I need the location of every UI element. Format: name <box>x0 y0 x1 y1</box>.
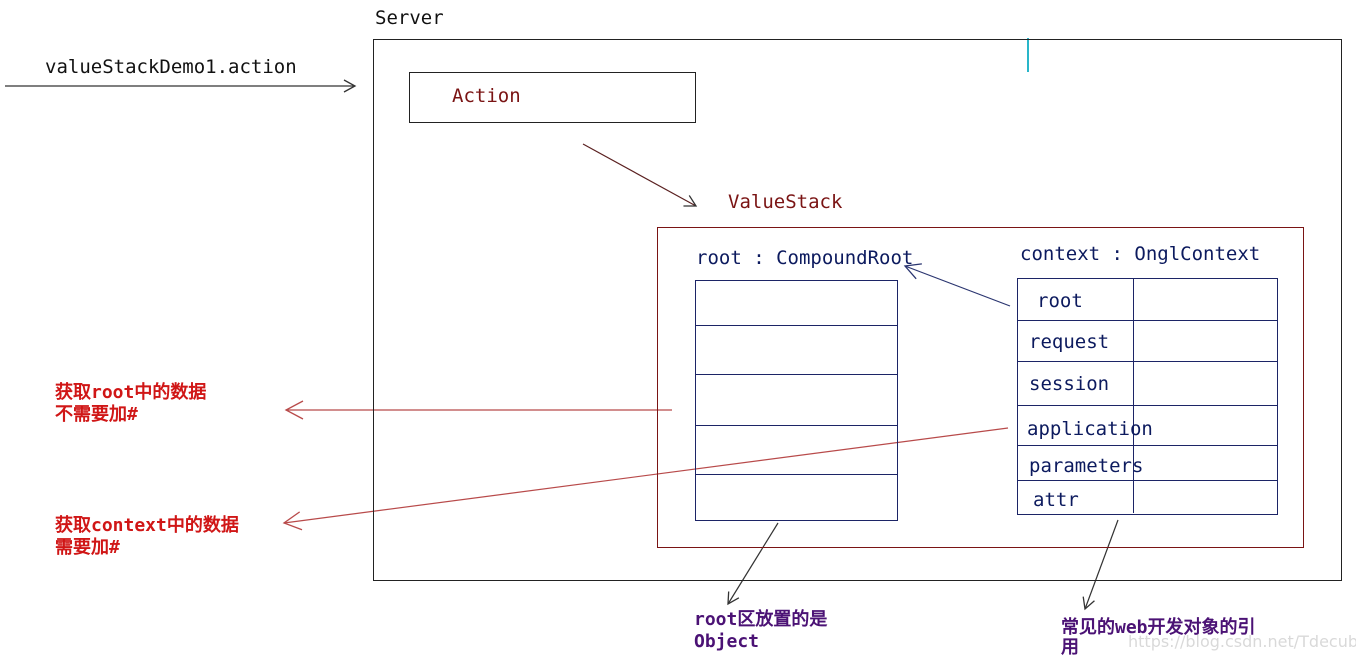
context-root-to-compoundroot-arrow <box>903 263 1011 307</box>
context-row-request: request <box>1029 331 1110 353</box>
context-table-divider <box>1133 279 1135 513</box>
root-access-note-line2: 不需要加# <box>55 404 138 425</box>
watermark: https://blog.csdn.net/Tdecube <box>1128 632 1356 651</box>
context-access-note-line1: 获取context中的数据 <box>55 515 239 536</box>
root-objects-note-line2: Object <box>694 631 760 652</box>
root-objects-arrow <box>727 522 779 606</box>
action-to-valuestack-arrow <box>582 143 698 207</box>
context-access-arrow <box>282 427 1009 531</box>
context-row-separator <box>1018 361 1277 363</box>
context-row-separator <box>1018 405 1277 407</box>
context-header: context : OnglContext <box>1020 243 1261 265</box>
context-refs-arrow <box>1082 519 1119 611</box>
context-row-separator <box>1018 480 1277 482</box>
valuestack-label: ValueStack <box>728 191 843 213</box>
context-refs-note-line1: 常见的web开发对象的引 <box>1061 617 1256 638</box>
root-stack-row <box>696 326 897 375</box>
server-title: Server <box>375 7 444 29</box>
context-row-parameters: parameters <box>1029 455 1144 477</box>
context-row-separator <box>1018 445 1277 447</box>
context-row-application: application <box>1027 418 1153 440</box>
root-stack <box>695 280 898 521</box>
context-row-attr: attr <box>1033 489 1079 511</box>
root-objects-note-line1: root区放置的是 <box>694 609 828 630</box>
context-table <box>1017 278 1278 515</box>
context-row-separator <box>1018 320 1277 322</box>
server-box <box>373 39 1342 581</box>
root-stack-row <box>696 281 897 326</box>
valuestack-box <box>657 227 1304 548</box>
request-label: valueStackDemo1.action <box>45 56 297 78</box>
root-stack-row <box>696 375 897 426</box>
root-access-note-line1: 获取root中的数据 <box>55 382 207 403</box>
root-stack-row <box>696 426 897 475</box>
context-refs-note-line2: 用 <box>1061 637 1079 658</box>
context-access-note-line2: 需要加# <box>55 537 120 558</box>
context-row-root: root <box>1037 290 1083 312</box>
action-label: Action <box>452 85 521 107</box>
root-stack-row <box>696 475 897 521</box>
root-header: root : CompoundRoot <box>696 247 914 269</box>
context-row-session: session <box>1029 373 1110 395</box>
action-box <box>409 72 696 123</box>
